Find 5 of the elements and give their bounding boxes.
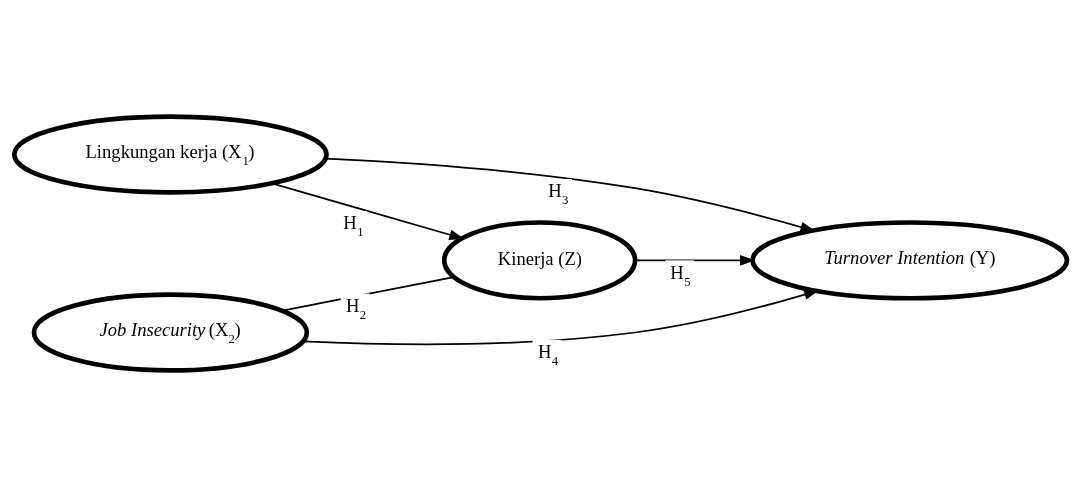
edge-label: H$_{2}$ — [345, 294, 367, 322]
edge-label: H$_{4}$ — [537, 341, 559, 369]
edge-label: H$_{3}$ — [548, 180, 569, 208]
edge-label: H$_{5}$ — [670, 261, 691, 289]
edge-label: H$_{1}$ — [343, 212, 364, 240]
